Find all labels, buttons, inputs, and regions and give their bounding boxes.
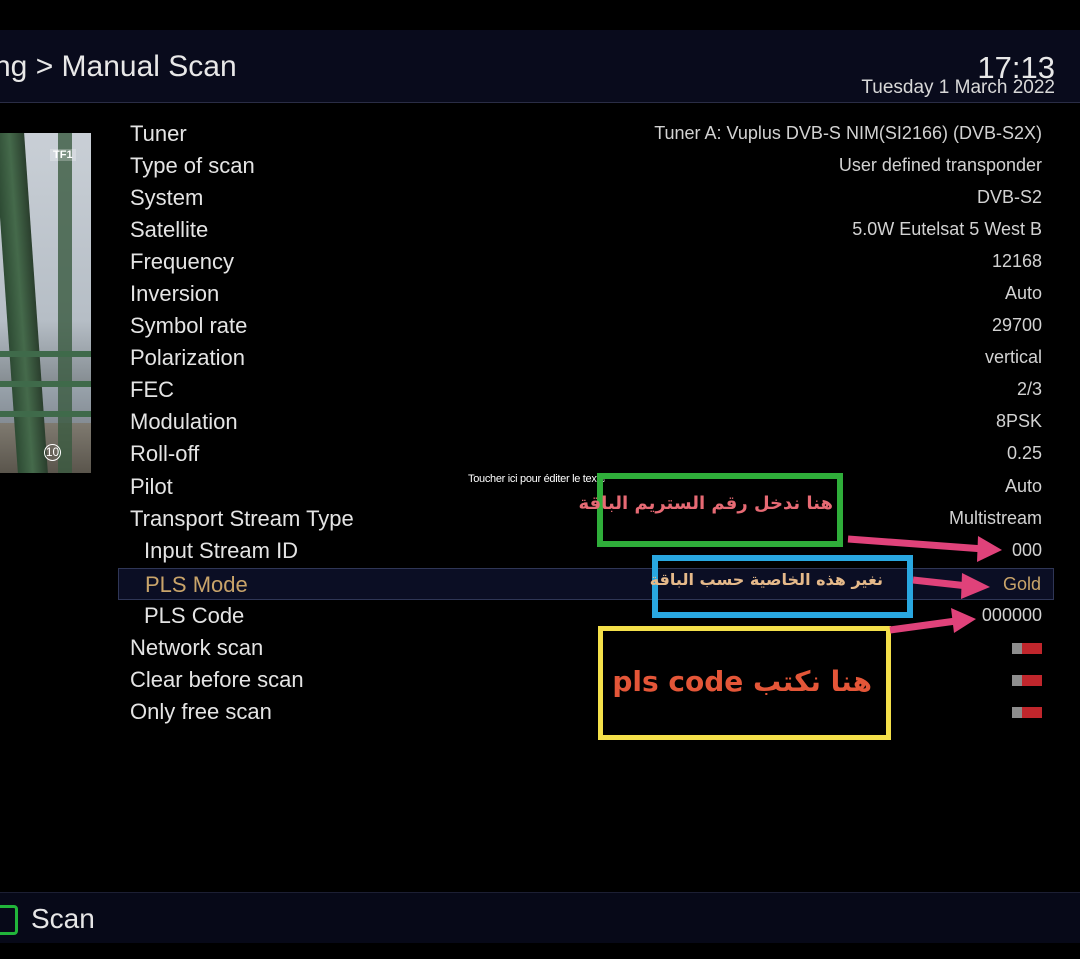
clock-time: 17:13 xyxy=(977,50,1055,85)
setting-label: Network scan xyxy=(130,635,264,660)
annotation-box-pls-mode: نغير هذه الخاصية حسب الباقة xyxy=(649,555,913,618)
setting-label: Input Stream ID xyxy=(144,538,299,563)
setting-label: Modulation xyxy=(130,409,238,434)
setting-pls-code[interactable]: PLS Code 000000 xyxy=(118,600,1054,632)
setting-system[interactable]: System DVB-S2 xyxy=(118,182,1054,214)
setting-label: Type of scan xyxy=(130,153,255,178)
setting-fec[interactable]: FEC 2/3 xyxy=(118,374,1054,406)
setting-value: 2/3 xyxy=(1016,379,1042,399)
setting-value: 8PSK xyxy=(995,411,1042,431)
setting-label: Pilot xyxy=(130,474,173,499)
setting-value: Auto xyxy=(1004,476,1042,496)
setting-label: Only free scan xyxy=(130,699,272,724)
scan-button[interactable]: Scan xyxy=(31,903,95,934)
setting-clear-before-scan[interactable]: Clear before scan xyxy=(118,664,1054,696)
annotation-box-pls-code: هنا نكتب pls code xyxy=(598,626,891,740)
setting-value: Multistream xyxy=(948,508,1042,528)
setting-label: PLS Code xyxy=(144,603,245,628)
setting-label: Frequency xyxy=(130,249,234,274)
annotation-text: هنا ندخل رقم الستريم الباقة xyxy=(578,493,833,514)
setting-value: DVB-S2 xyxy=(976,187,1042,207)
age-rating-badge: 10 xyxy=(44,444,61,461)
annotation-box-stream-id: هنا ندخل رقم الستريم الباقة xyxy=(578,473,843,547)
setting-value: 5.0W Eutelsat 5 West B xyxy=(852,219,1042,239)
setting-value: User defined transponder xyxy=(838,155,1042,175)
setting-value: Auto xyxy=(1004,283,1042,303)
setting-label: Transport Stream Type xyxy=(130,506,354,531)
footer-bar: Scan xyxy=(0,892,1080,943)
toggle-switch[interactable] xyxy=(1012,707,1042,718)
setting-label: Roll-off xyxy=(130,441,200,466)
setting-value: Tuner A: Vuplus DVB-S NIM(SI2166) (DVB-S… xyxy=(654,123,1042,143)
setting-polarization[interactable]: Polarization vertical xyxy=(118,342,1054,374)
setting-pilot[interactable]: Pilot Auto xyxy=(118,471,1054,503)
page-title: ng > Manual Scan xyxy=(0,50,237,83)
setting-label: Inversion xyxy=(130,281,220,306)
clock-date: Tuesday 1 March 2022 xyxy=(861,77,1055,98)
setting-label: PLS Mode xyxy=(145,572,248,597)
toggle-switch[interactable] xyxy=(1012,675,1042,686)
setting-value: Gold xyxy=(1002,574,1041,594)
green-key-icon xyxy=(0,905,18,935)
setting-value: 0.25 xyxy=(1006,443,1042,463)
setting-type-of-scan[interactable]: Type of scan User defined transponder xyxy=(118,150,1054,182)
setting-label: System xyxy=(130,185,204,210)
setting-label: Tuner xyxy=(130,121,187,146)
toggle-switch[interactable] xyxy=(1012,643,1042,654)
tv-preview: TF1 10 xyxy=(0,133,91,473)
annotation-text: نغير هذه الخاصية حسب الباقة xyxy=(649,570,883,589)
header-bar: ng > Manual Scan 17:13 Tuesday 1 March 2… xyxy=(0,30,1080,103)
setting-pls-mode[interactable]: PLS Mode Gold xyxy=(118,568,1054,600)
setting-label: Clear before scan xyxy=(130,667,304,692)
setting-label: FEC xyxy=(130,377,174,402)
setting-satellite[interactable]: Satellite 5.0W Eutelsat 5 West B xyxy=(118,214,1054,246)
setting-modulation[interactable]: Modulation 8PSK xyxy=(118,406,1054,438)
setting-transport-stream-type[interactable]: Transport Stream Type Multistream xyxy=(118,503,1054,535)
setting-label: Symbol rate xyxy=(130,313,248,338)
setting-roll-off[interactable]: Roll-off 0.25 xyxy=(118,438,1054,470)
setting-value: 12168 xyxy=(991,251,1042,271)
annotation-text: هنا نكتب pls code xyxy=(612,665,872,698)
setting-frequency[interactable]: Frequency 12168 xyxy=(118,246,1054,278)
setting-value: 000000 xyxy=(981,605,1042,625)
top-strip xyxy=(0,0,1080,30)
setting-label: Polarization xyxy=(130,345,245,370)
setting-only-free-scan[interactable]: Only free scan xyxy=(118,696,1054,728)
channel-logo: TF1 xyxy=(50,149,76,161)
setting-inversion[interactable]: Inversion Auto xyxy=(118,278,1054,310)
edit-text-hint[interactable]: Toucher ici pour éditer le texte xyxy=(468,473,606,485)
setting-label: Satellite xyxy=(130,217,209,242)
setting-value: 29700 xyxy=(991,315,1042,335)
setting-value: vertical xyxy=(984,347,1042,367)
setting-input-stream-id[interactable]: Input Stream ID 000 xyxy=(118,535,1054,567)
setting-value: 000 xyxy=(1011,540,1042,560)
setting-tuner[interactable]: Tuner Tuner A: Vuplus DVB-S NIM(SI2166) … xyxy=(118,118,1054,150)
setting-symbol-rate[interactable]: Symbol rate 29700 xyxy=(118,310,1054,342)
setting-network-scan[interactable]: Network scan xyxy=(118,632,1054,664)
